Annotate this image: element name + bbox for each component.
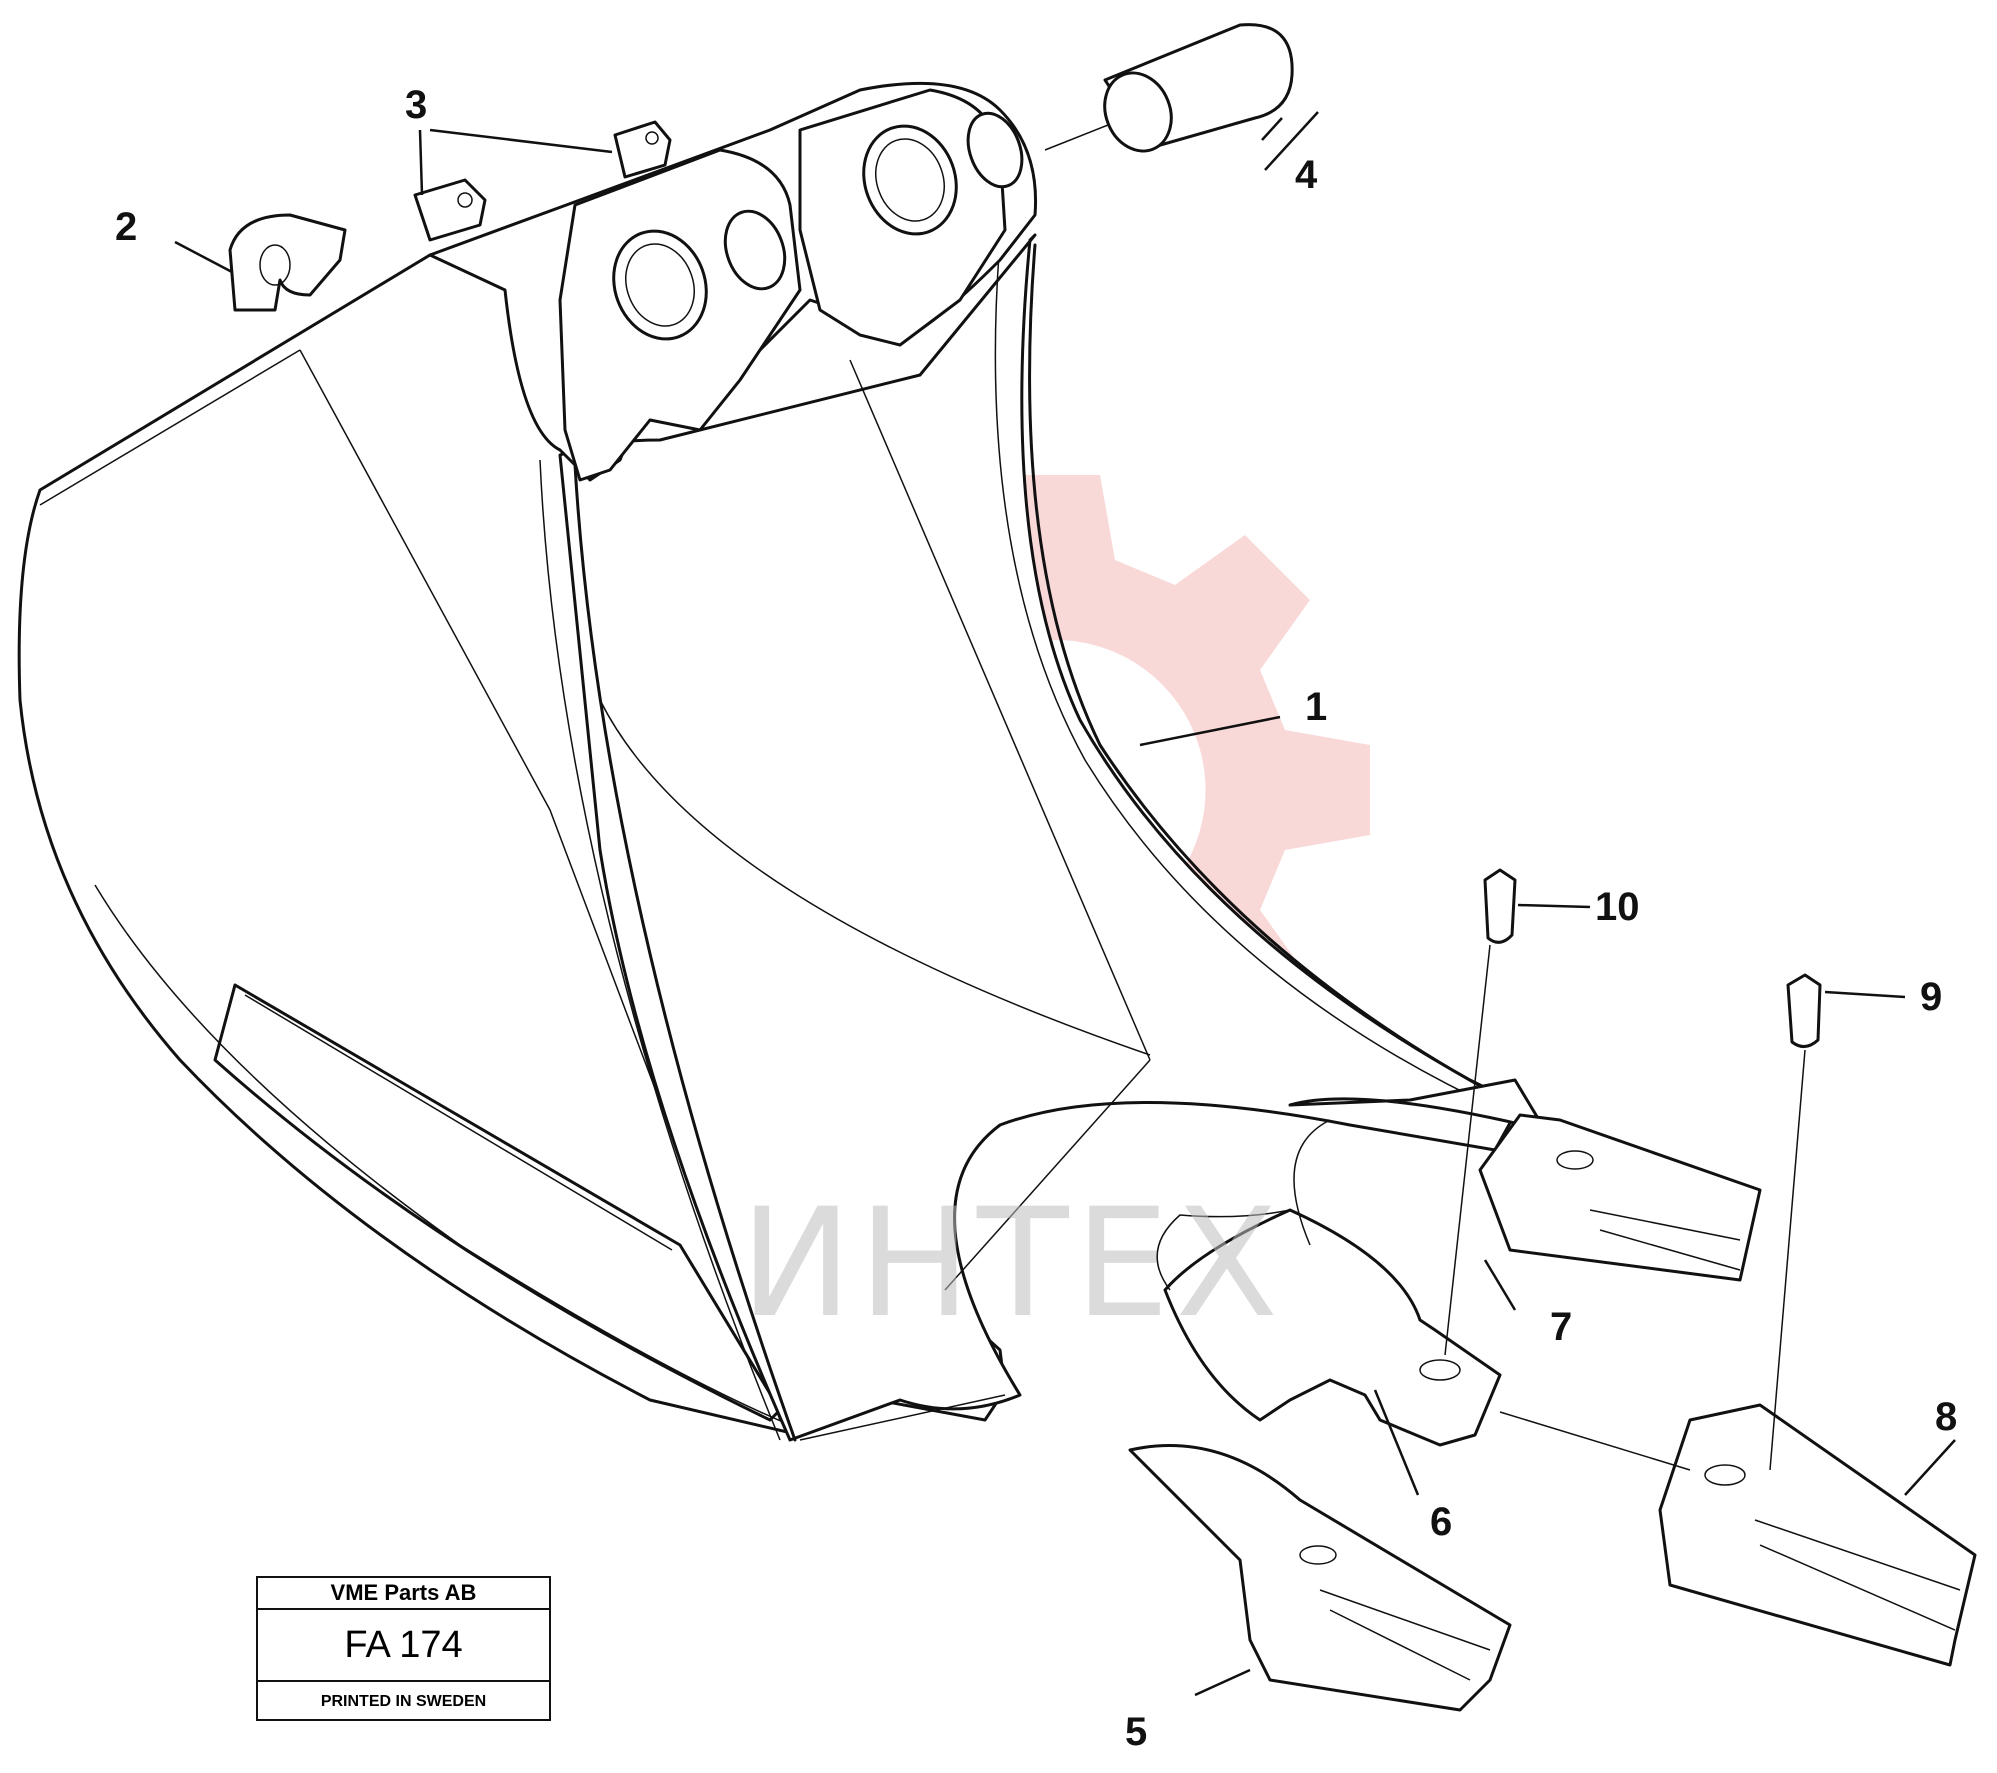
retainer-tabs <box>413 120 672 242</box>
bucket-body <box>17 233 1522 1442</box>
stamp-company: VME Parts AB <box>258 1578 549 1610</box>
callout-10: 10 <box>1595 885 1640 929</box>
callout-9: 9 <box>1920 975 1942 1019</box>
bucket-lugs <box>428 81 1038 482</box>
callout-2: 2 <box>115 205 137 249</box>
lifting-eye <box>228 213 347 312</box>
teeth-assembly <box>1128 1078 1977 1712</box>
callout-8: 8 <box>1935 1395 1957 1439</box>
locking-pins <box>1444 868 1822 1471</box>
stamp-printed: PRINTED IN SWEDEN <box>320 1693 487 1710</box>
callout-labels: 1 2 3 4 5 6 7 8 9 10 <box>115 83 1957 1754</box>
callout-7: 7 <box>1550 1305 1572 1349</box>
callout-1: 1 <box>1305 685 1327 729</box>
title-block-stamp: VME Parts AB FA 174 PRINTED IN SWEDEN <box>256 1576 551 1721</box>
leader-lines <box>174 111 1956 1697</box>
pin <box>1044 23 1294 153</box>
callout-5: 5 <box>1125 1710 1147 1754</box>
callout-6: 6 <box>1430 1500 1452 1544</box>
callout-3: 3 <box>405 83 427 127</box>
watermark-text: ИНТЕХ <box>740 1177 1284 1351</box>
stamp-code: FA 174 <box>258 1610 549 1682</box>
callout-4: 4 <box>1295 153 1318 197</box>
